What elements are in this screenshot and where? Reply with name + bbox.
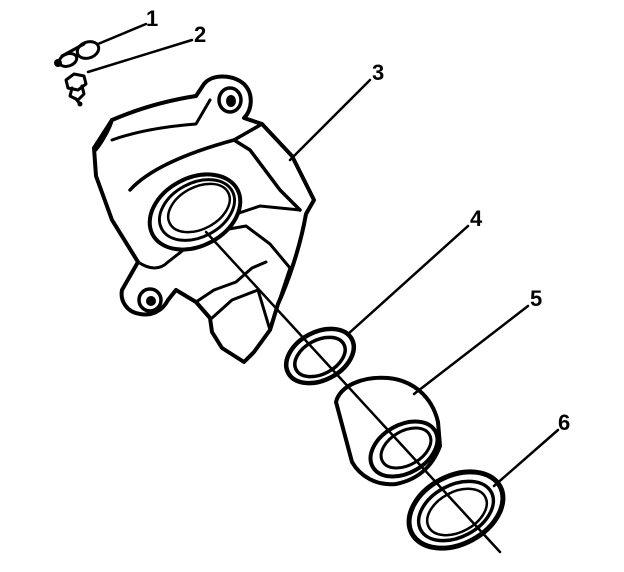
leader-lines	[86, 22, 560, 488]
caliper-housing	[92, 74, 316, 364]
bleeder-valve	[64, 72, 88, 107]
callout-4: 4	[470, 206, 483, 231]
assembly-axis-line	[204, 230, 502, 554]
callout-2: 2	[194, 22, 206, 47]
bleeder-cap	[54, 40, 101, 68]
callout-1: 1	[146, 6, 158, 31]
callout-5: 5	[530, 286, 542, 311]
callout-6: 6	[558, 410, 570, 435]
callout-3: 3	[372, 60, 384, 85]
